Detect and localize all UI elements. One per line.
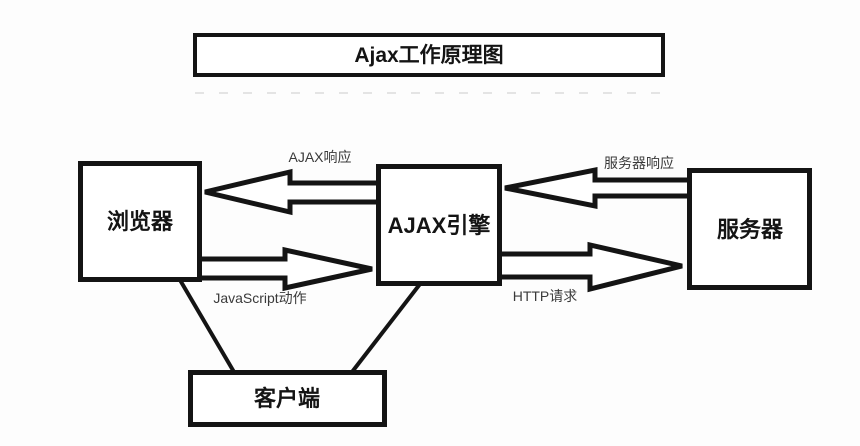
arrow-http-request-right [487, 241, 683, 293]
arrow-ajax-response-left [204, 168, 393, 216]
node-server [687, 168, 812, 290]
node-server-label: 服务器 [717, 217, 784, 242]
diagram-title: Ajax工作原理图 [354, 43, 503, 67]
title-box [193, 33, 665, 77]
node-ajax-engine [376, 164, 502, 286]
node-browser [78, 161, 202, 282]
connector-browser-client [178, 278, 236, 374]
flow-label-server-response: 服务器响应 [604, 155, 674, 171]
node-ajax-engine-label: AJAX引擎 [388, 213, 491, 238]
node-browser-label: 浏览器 [107, 209, 174, 234]
flow-label-http-request: HTTP请求 [513, 288, 578, 304]
arrow-server-response-left [504, 166, 703, 210]
node-client-label: 客户端 [254, 386, 320, 411]
connector-ajax-engine-client [350, 282, 422, 374]
flow-label-ajax-response: AJAX响应 [288, 149, 351, 165]
flow-label-javascript-action: JavaScript动作 [213, 290, 306, 306]
node-client [188, 370, 387, 427]
arrow-javascript-action-right [187, 246, 373, 292]
